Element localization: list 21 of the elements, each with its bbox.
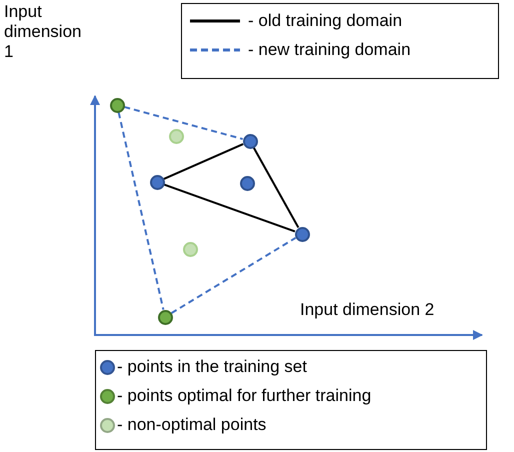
domain-edge [170,237,296,314]
legend-text: - old training domain [248,11,402,31]
data-point [110,98,124,112]
data-point [294,226,310,242]
y-axis-label: Input dimension 1 [4,2,82,62]
domain-edge [124,106,244,140]
domain-edge [164,184,296,232]
data-point [158,310,172,324]
data-point [150,174,164,190]
domain-edge [163,143,244,180]
legend-text: - new training domain [248,40,411,60]
data-point [168,128,184,144]
domain-edge [118,112,164,310]
legend-text: - non-optimal points [117,415,266,435]
x-axis-label: Input dimension 2 [300,300,434,320]
legend-text: - points optimal for further training [117,386,372,406]
data-point [242,134,258,148]
domain-edge [252,147,300,228]
data-point [240,176,254,190]
legend-text: - points in the training set [117,357,307,377]
data-point [182,242,198,256]
